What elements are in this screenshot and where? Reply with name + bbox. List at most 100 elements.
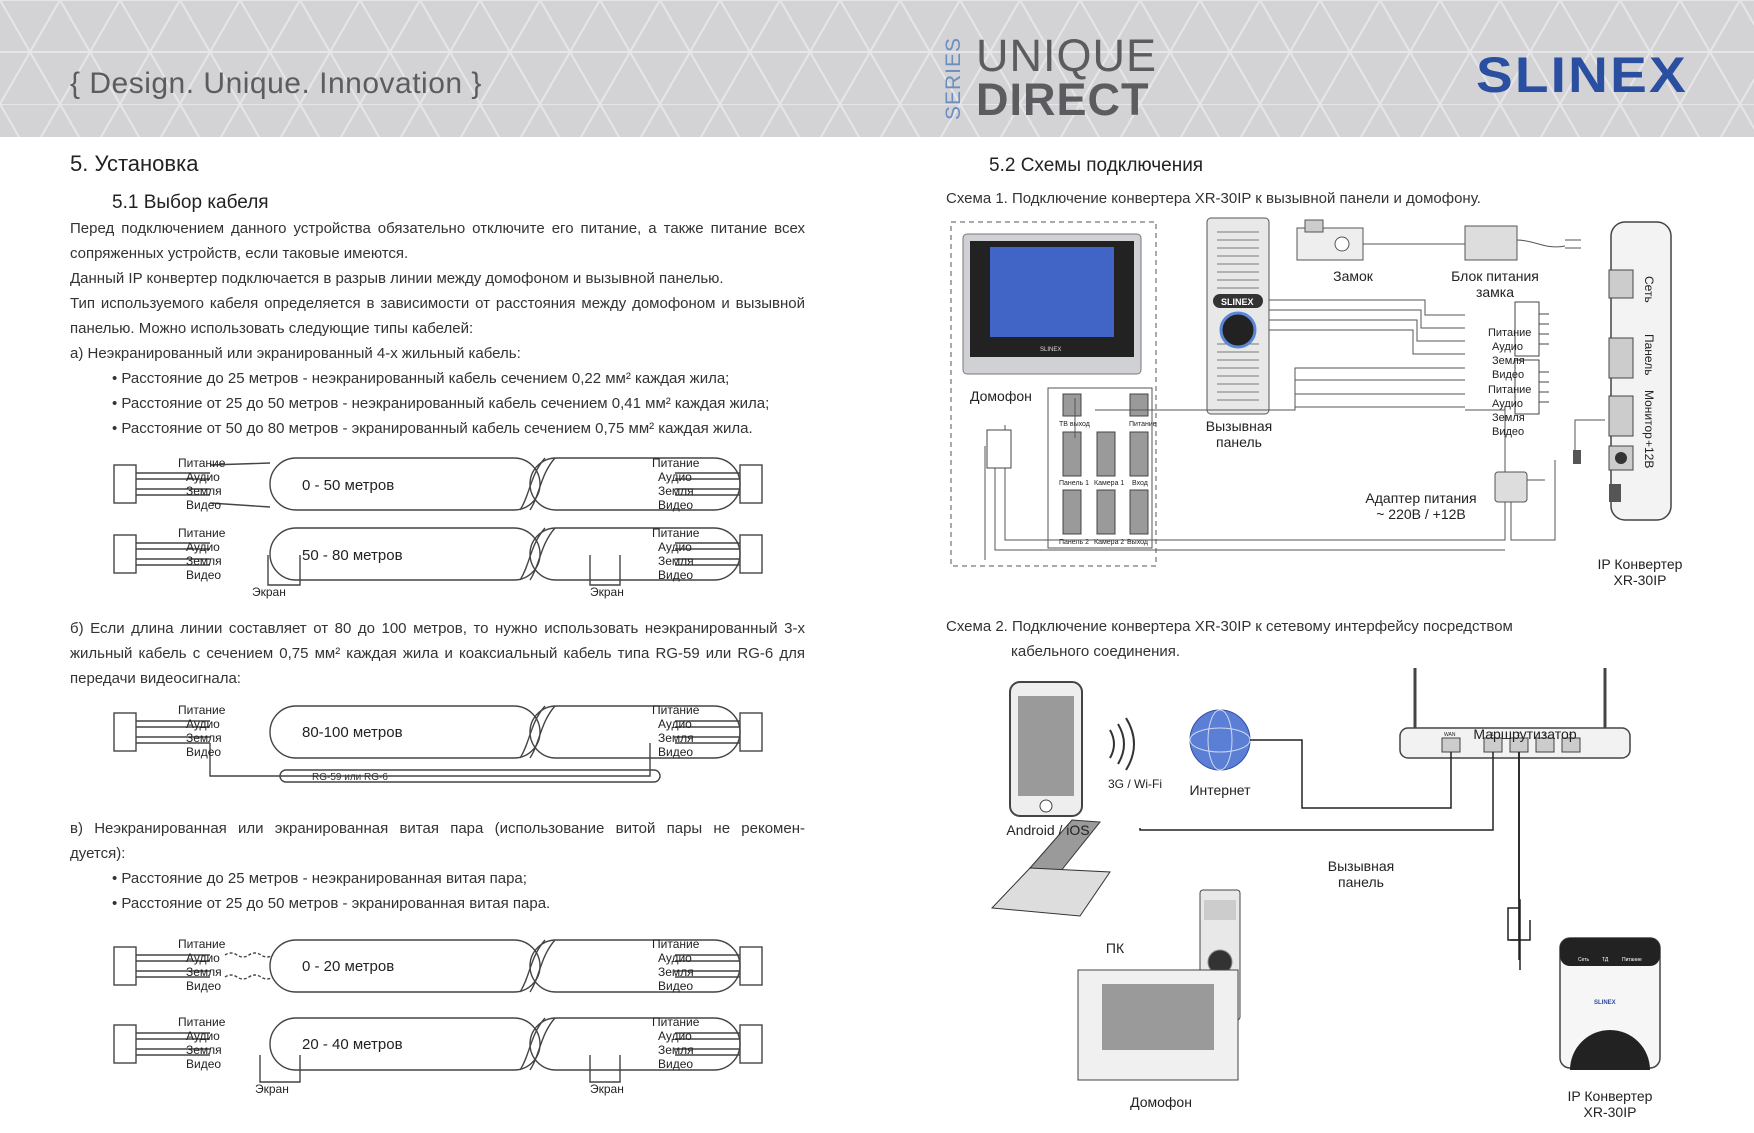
svg-text:Питание: Питание (178, 456, 226, 470)
internet-label: Интернет (1189, 782, 1251, 798)
svg-text:Видео: Видео (186, 745, 221, 759)
svg-text:Земля: Земля (658, 965, 694, 979)
cable-diagram-group-a: Питание Аудио Земля Видео Питание Аудио … (113, 456, 763, 599)
monitor-label: Домофон (970, 388, 1032, 404)
svg-text:Питание: Питание (652, 456, 700, 470)
lock-psu (1464, 225, 1518, 261)
svg-text:Панель: Панель (1642, 334, 1656, 375)
svg-text:Земля: Земля (658, 731, 694, 745)
para-c: в) Неэкранированная или экранированная в… (70, 820, 805, 862)
svg-text:Камера 1: Камера 1 (1094, 480, 1124, 487)
svg-text:3: 3 (1543, 732, 1546, 738)
svg-text:Видео: Видео (658, 979, 693, 993)
svg-text:Аудио: Аудио (186, 717, 220, 731)
svg-text:SLINEX: SLINEX (1594, 1000, 1616, 1006)
svg-text:Аудио: Аудио (658, 717, 692, 731)
svg-text:Аудио: Аудио (186, 1029, 220, 1043)
cable-length-label: 0 - 20 метров (302, 958, 394, 975)
svg-text:Аудио: Аудио (1492, 398, 1523, 410)
cable-length-label: 80-100 метров (302, 724, 403, 741)
scheme1-diagram: SLINEX TB выход Питание Панель 1 Камера … (950, 217, 1672, 567)
svg-text:Аудио: Аудио (186, 470, 220, 484)
svg-text:Питание: Питание (178, 703, 226, 717)
svg-text:Питание: Питание (1488, 384, 1531, 396)
tagline: { Design. Unique. Innovation } (70, 67, 482, 100)
svg-text:4: 4 (1569, 732, 1572, 738)
svg-text:Земля: Земля (1492, 355, 1525, 367)
svg-text:Видео: Видео (186, 979, 221, 993)
svg-text:Аудио: Аудио (1492, 341, 1523, 353)
svg-text:Питание: Питание (652, 1015, 700, 1029)
svg-text:Питание: Питание (178, 526, 226, 540)
monitor-label-2: Домофон (1130, 1094, 1192, 1110)
router-label: Маршрутизатор (1473, 726, 1577, 742)
svg-text:Земля: Земля (658, 484, 694, 498)
svg-text:Питание: Питание (1488, 327, 1531, 339)
svg-text:Панель 2: Панель 2 (1059, 539, 1089, 546)
power-adapter (1494, 471, 1528, 503)
svg-text:Питание: Питание (1622, 957, 1642, 963)
svg-text:Видео: Видео (1492, 369, 1524, 381)
phone-label: Android / iOS (1006, 822, 1090, 838)
adapter-label: Адаптер питания~ 220В / +12В (1365, 490, 1477, 522)
svg-text:Аудио: Аудио (658, 470, 692, 484)
svg-text:Видео: Видео (1492, 426, 1524, 438)
svg-text:SLINEX: SLINEX (1040, 347, 1061, 353)
brand-logo: SLINEX (1476, 47, 1688, 103)
svg-text:Экран: Экран (252, 585, 286, 599)
svg-text:Вход: Вход (1132, 480, 1148, 487)
svg-text:Видео: Видео (658, 568, 693, 582)
svg-text:Земля: Земля (186, 731, 222, 745)
section-title-52: 5.2 Схемы подключения (989, 155, 1204, 176)
para-b: б) Если длина линии составляет от 80 до … (70, 620, 805, 687)
scheme2-diagram: WAN 1 2 3 4 SLINEX Сеть ТД Питание (990, 668, 1661, 1081)
wifi-icon (1109, 717, 1135, 771)
svg-text:Аудио: Аудио (186, 951, 220, 965)
svg-text:+12В: +12В (1642, 440, 1656, 468)
cable-length-label: 20 - 40 метров (302, 1036, 403, 1053)
svg-text:2: 2 (1517, 732, 1520, 738)
svg-text:Аудио: Аудио (658, 951, 692, 965)
geometric-pattern-background (0, 0, 1754, 137)
svg-text:Экран: Экран (590, 1082, 624, 1096)
svg-text:Аудио: Аудио (658, 1029, 692, 1043)
svg-text:WAN: WAN (1444, 732, 1456, 738)
svg-text:Питание: Питание (178, 1015, 226, 1029)
internet-globe-icon (1189, 709, 1251, 771)
scheme2-caption-line2: кабельного соединения. (1011, 643, 1181, 660)
svg-text:Выход: Выход (1127, 539, 1148, 546)
svg-text:Камера 2: Камера 2 (1094, 539, 1124, 546)
svg-text:1: 1 (1491, 732, 1494, 738)
svg-text:Аудио: Аудио (658, 540, 692, 554)
svg-text:TB выход: TB выход (1059, 421, 1090, 428)
page-header: { Design. Unique. Innovation } SERIES UN… (0, 0, 1754, 137)
direct-title: DIRECT (976, 74, 1150, 125)
svg-text:Монитор: Монитор (1642, 390, 1656, 439)
section-title: 5. Установка (70, 151, 199, 176)
svg-text:Экран: Экран (590, 585, 624, 599)
cable-diagram-group-b: Питание Аудио Земля Видео Питание Аудио … (113, 703, 763, 783)
coax-label: RG-59 или RG-6 (312, 772, 388, 783)
lock-label: Замок (1333, 268, 1373, 284)
svg-text:Видео: Видео (186, 1057, 221, 1071)
svg-text:SLINEX: SLINEX (1221, 297, 1254, 307)
svg-text:Видео: Видео (186, 498, 221, 512)
svg-text:Экран: Экран (255, 1082, 289, 1096)
unique-title: UNIQUE (976, 30, 1158, 81)
wifi-label: 3G / Wi-Fi (1108, 777, 1162, 791)
cable-length-label: 50 - 80 метров (302, 547, 403, 564)
scheme1-caption: Схема 1. Подключение конвертера XR-30IP … (946, 190, 1481, 207)
svg-text:Земля: Земля (186, 965, 222, 979)
lock-device (1296, 227, 1364, 261)
scheme2-caption-line1: Схема 2. Подключение конвертера XR-30IP … (946, 618, 1513, 635)
svg-text:Земля: Земля (1492, 412, 1525, 424)
svg-text:Аудио: Аудио (186, 540, 220, 554)
bullets-c: • Расстояние до 25 метров - неэкранирова… (112, 870, 551, 912)
svg-text:Питание: Питание (652, 526, 700, 540)
svg-text:Видео: Видео (658, 745, 693, 759)
svg-text:Питание: Питание (178, 937, 226, 951)
svg-text:Питание: Питание (652, 703, 700, 717)
